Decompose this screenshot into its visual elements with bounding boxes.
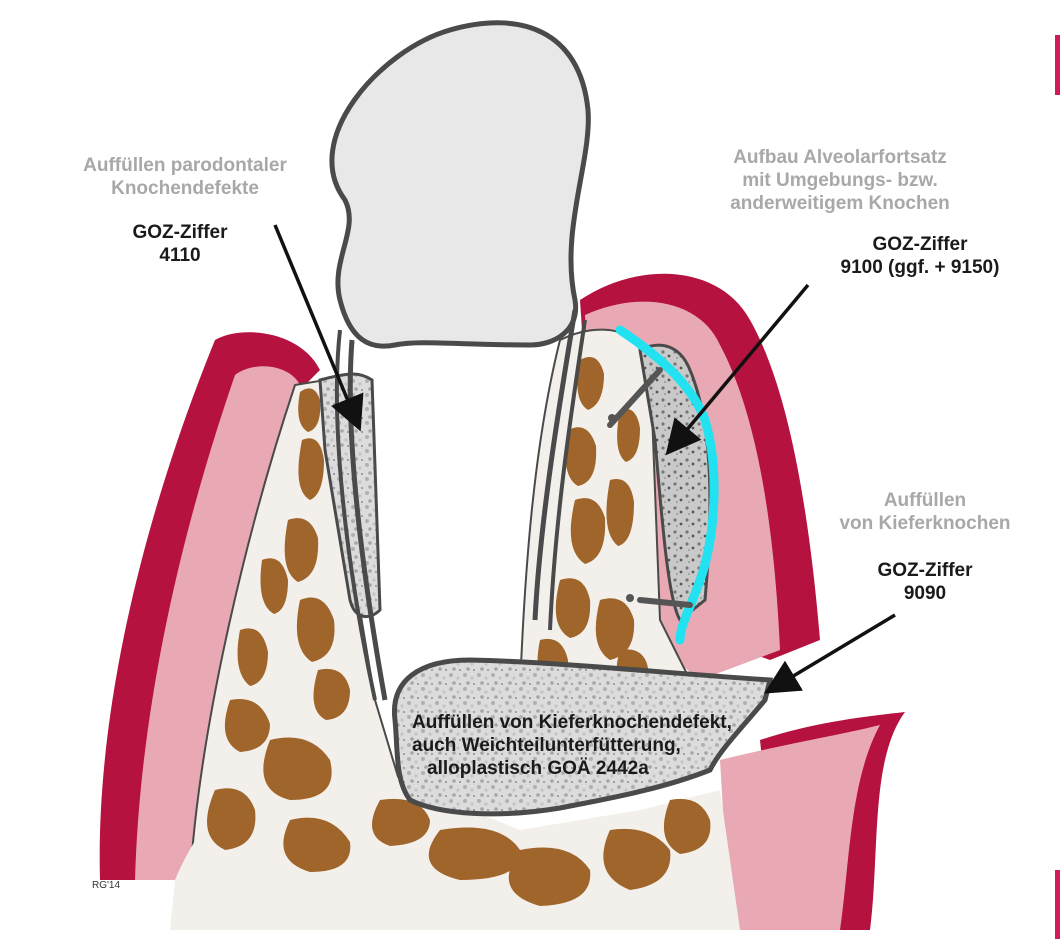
signature: RG'14 bbox=[92, 880, 120, 891]
label-right-mid-line2: von Kieferknochen bbox=[800, 513, 1050, 536]
label-right-mid-code: GOZ-Ziffer 9090 bbox=[830, 560, 1020, 606]
label-right-top-line1: Aufbau Alveolarfortsatz bbox=[670, 147, 1010, 170]
edge-mark-bottom bbox=[1055, 870, 1060, 939]
label-left-line1: Auffüllen parodontaler bbox=[40, 155, 330, 178]
label-left-code: GOZ-Ziffer 4110 bbox=[80, 222, 280, 268]
label-right-mid-title: Auffüllen von Kieferknochen bbox=[800, 490, 1050, 536]
label-left-code-value: 4110 bbox=[80, 245, 280, 268]
label-right-mid-code-value: 9090 bbox=[830, 583, 1020, 606]
label-left-title: Auffüllen parodontaler Knochendefekte bbox=[40, 155, 330, 201]
label-right-top-code-label: GOZ-Ziffer bbox=[790, 234, 1050, 257]
label-bottom-line3: alloplastisch GOÄ 2442a bbox=[412, 758, 732, 781]
label-right-top-line3: anderweitigem Knochen bbox=[670, 193, 1010, 216]
label-bottom-line2: auch Weichteilunterfütterung, bbox=[412, 735, 732, 758]
label-right-mid-line1: Auffüllen bbox=[800, 490, 1050, 513]
label-bottom: Auffüllen von Kieferknochendefekt, auch … bbox=[412, 712, 732, 780]
label-right-top-title: Aufbau Alveolarfortsatz mit Umgebungs- b… bbox=[670, 147, 1010, 215]
label-right-top-code: GOZ-Ziffer 9100 (ggf. + 9150) bbox=[790, 234, 1050, 280]
label-left-line2: Knochendefekte bbox=[40, 178, 330, 201]
label-right-mid-code-label: GOZ-Ziffer bbox=[830, 560, 1020, 583]
tooth bbox=[332, 23, 588, 346]
label-right-top-code-value: 9100 (ggf. + 9150) bbox=[790, 257, 1050, 280]
edge-mark-top bbox=[1055, 35, 1060, 95]
label-bottom-line1: Auffüllen von Kieferknochendefekt, bbox=[412, 712, 732, 735]
label-right-top-line2: mit Umgebungs- bzw. bbox=[670, 170, 1010, 193]
label-left-code-label: GOZ-Ziffer bbox=[80, 222, 280, 245]
